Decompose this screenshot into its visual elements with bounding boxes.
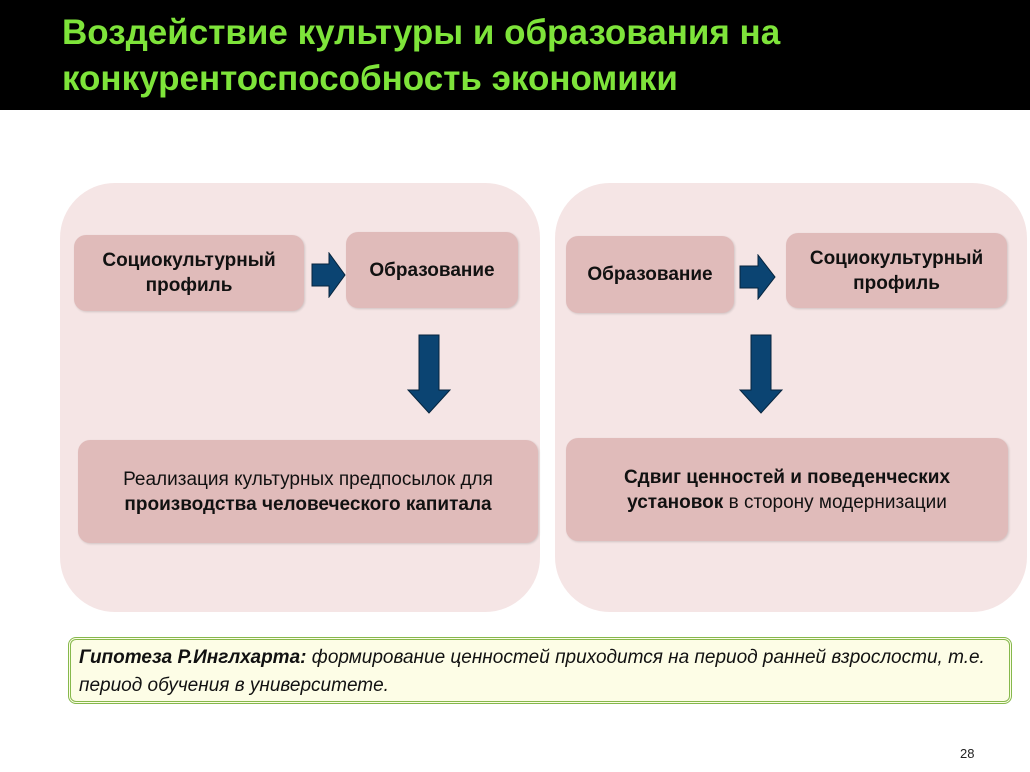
hypothesis-note: Гипотеза Р.Инглхарта: формирование ценно…: [68, 637, 1012, 704]
title-line-2: конкурентоспособность экономики: [62, 59, 678, 98]
left-result-text: Реализация культурных предпосылок для: [123, 468, 493, 490]
title-line-1: Воздействие культуры и образования на: [62, 13, 781, 52]
right-box-education: Образование: [566, 236, 734, 313]
right-arrow-icon: [311, 252, 346, 298]
note-text: формирование ценностей приходится на пер…: [79, 647, 985, 696]
left-box-sociocultural: Социокультурный профиль: [74, 235, 304, 311]
left-result-box: Реализация культурных предпосылок для пр…: [78, 440, 538, 543]
down-arrow-icon: [739, 334, 783, 414]
note-heading: Гипотеза Р.Инглхарта:: [79, 647, 307, 668]
right-result-text: в сторону модернизации: [723, 491, 947, 513]
right-box-sociocultural: Социокультурный профиль: [786, 233, 1007, 308]
left-box-education: Образование: [346, 232, 518, 308]
down-arrow-icon: [407, 334, 451, 414]
right-arrow-icon: [739, 254, 776, 300]
title-bar: Воздействие культуры и образования на ко…: [0, 0, 1030, 110]
page-number: 28: [960, 746, 975, 761]
right-result-bold: Сдвиг ценностей и поведенческих установо…: [623, 466, 951, 513]
slide-title: Воздействие культуры и образования на ко…: [62, 10, 780, 102]
right-result-box: Сдвиг ценностей и поведенческих установо…: [566, 438, 1008, 541]
left-result-bold: производства человеческого капитала: [124, 493, 492, 515]
